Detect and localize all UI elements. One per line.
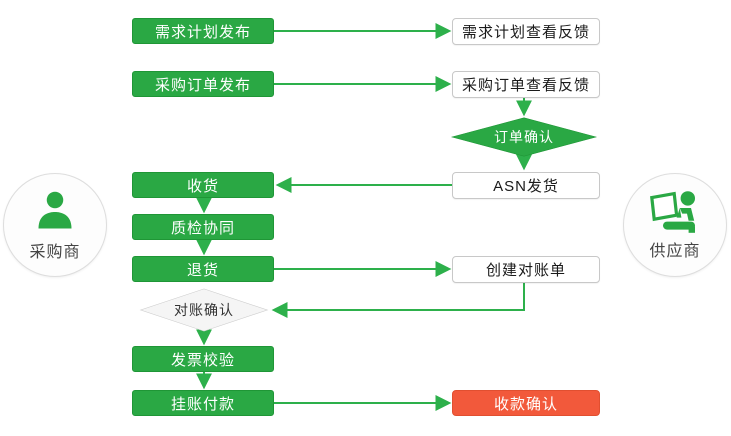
node-quality-collab: 质检协同 xyxy=(132,214,274,240)
arrow-statement-to-confirm xyxy=(271,282,525,318)
node-order-confirm: 订单确认 xyxy=(449,117,599,157)
diamond-shape xyxy=(139,288,269,332)
node-return-goods: 退货 xyxy=(132,256,274,282)
node-asn-ship: ASN发货 xyxy=(452,172,600,199)
diamond-shape xyxy=(450,117,598,157)
buyer-label: 采购商 xyxy=(29,244,81,261)
node-invoice-verify: 发票校验 xyxy=(132,346,274,372)
node-po-feedback: 采购订单查看反馈 xyxy=(452,71,600,98)
supplier-actor: 供应商 xyxy=(623,173,727,277)
node-receipt-confirm: 收款确认 xyxy=(452,390,600,416)
node-demand-plan-publish: 需求计划发布 xyxy=(132,18,274,44)
node-statement-confirm-label: 对账确认 xyxy=(174,302,234,318)
supplier-person-laptop-icon xyxy=(650,191,695,233)
node-po-publish: 采购订单发布 xyxy=(132,71,274,97)
node-order-confirm-label: 订单确认 xyxy=(494,129,554,145)
node-create-statement: 创建对账单 xyxy=(452,256,600,283)
buyer-actor: 采购商 xyxy=(3,173,107,277)
buyer-person-icon xyxy=(38,191,72,229)
supplier-label: 供应商 xyxy=(649,243,701,260)
node-receive-goods: 收货 xyxy=(132,172,274,198)
node-demand-plan-feedback: 需求计划查看反馈 xyxy=(452,18,600,45)
node-statement-confirm: 对账确认 xyxy=(138,288,270,332)
node-pay-on-account: 挂账付款 xyxy=(132,390,274,416)
